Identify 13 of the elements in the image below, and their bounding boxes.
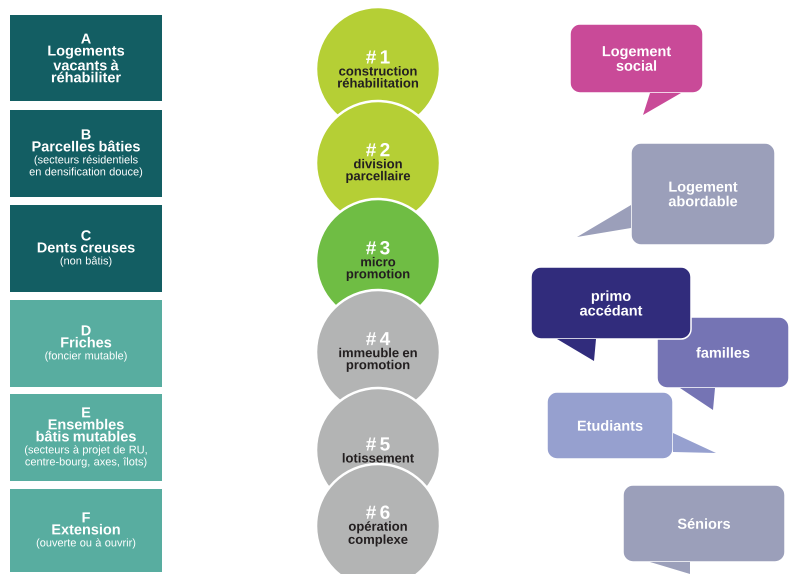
category-box: B Parcelles bâties (secteurs résidentiels en densification douce) xyxy=(10,110,162,197)
speech-bubble: Séniors xyxy=(622,484,786,574)
speech-bubble: Etudiants xyxy=(546,391,716,460)
speech-bubble: Logement abordable xyxy=(577,142,776,246)
node-label: opération complexe xyxy=(348,521,408,547)
category-box: E Ensembles bâtis mutables (secteurs à projet de RU, centre-bourg, axes, îlots) xyxy=(10,394,162,481)
speech-bubble: Logement social xyxy=(569,23,704,115)
category-box: A Logements vacants à réhabiliter xyxy=(10,15,162,101)
category-box: F Extension (ouverte ou à ouvrir) xyxy=(10,489,162,572)
category-box: D Friches (foncier mutable) xyxy=(10,300,162,387)
speech-bubble: primo accédant xyxy=(530,266,692,361)
category-box: C Dents creuses (non bâtis) xyxy=(10,205,162,292)
speech-bubble: familles xyxy=(656,316,789,410)
